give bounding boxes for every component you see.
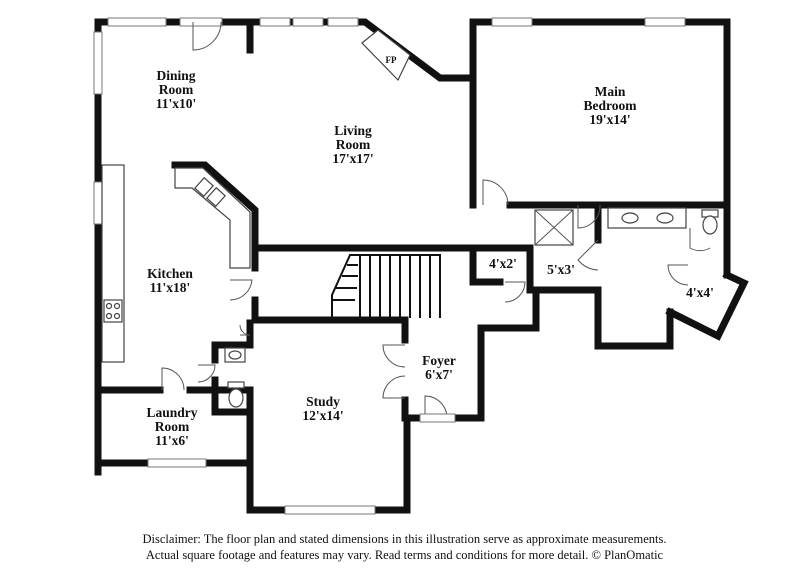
room-size: 4'x2' <box>489 256 517 271</box>
room-study: Study 12'x14' <box>302 394 343 423</box>
room-closet-4x4: 4'x4' <box>686 285 714 300</box>
room-size: 12'x14' <box>302 408 343 423</box>
staircase <box>331 254 441 318</box>
room-labels: Dining Room 11'x10' Living Room 17'x17' … <box>146 68 713 448</box>
room-laundry: Laundry Room 11'x6' <box>146 405 197 448</box>
room-kitchen: Kitchen 11'x18' <box>147 266 193 295</box>
room-foyer: Foyer 6'x7' <box>422 353 456 382</box>
room-size: 11'x6' <box>155 433 189 448</box>
room-size: 19'x14' <box>589 112 630 127</box>
room-name: Laundry <box>146 405 197 420</box>
room-main-bedroom: Main Bedroom 19'x14' <box>584 84 638 127</box>
room-size: 11'x18' <box>150 280 191 295</box>
powder-toilet-icon <box>227 381 245 408</box>
toilet-icon <box>701 209 719 235</box>
room-bath-5x3: 5'x3' <box>547 262 575 277</box>
room-size: 6'x7' <box>425 367 453 382</box>
room-living: Living Room 17'x17' <box>332 123 373 166</box>
kitchen-island <box>174 167 251 269</box>
disclaimer-line-1: Disclaimer: The floor plan and stated di… <box>142 532 667 546</box>
room-name: Main <box>595 84 626 99</box>
stove-icon <box>103 299 123 323</box>
interior-walls <box>94 18 731 514</box>
disclaimer: Disclaimer: The floor plan and stated di… <box>0 531 809 563</box>
room-name: Room <box>155 419 190 434</box>
room-name: Living <box>334 123 372 138</box>
powder-sink-icon <box>224 347 246 363</box>
sink-icon <box>194 176 226 208</box>
fireplace: FP <box>361 29 411 82</box>
kitchen-counter <box>101 164 125 363</box>
vanity-icon <box>607 207 687 229</box>
fireplace-label: FP <box>386 55 397 65</box>
room-dining: Dining Room 11'x10' <box>156 68 197 111</box>
doors <box>161 17 711 423</box>
room-name: Kitchen <box>147 266 193 281</box>
shower-icon <box>534 209 574 246</box>
room-name: Dining <box>156 68 195 83</box>
room-name: Foyer <box>422 353 456 368</box>
room-size: 11'x10' <box>156 96 197 111</box>
room-name: Room <box>336 137 371 152</box>
windows <box>93 17 686 515</box>
room-closet-4x2: 4'x2' <box>489 256 517 271</box>
room-name: Bedroom <box>584 98 638 113</box>
fixtures: FP <box>101 29 719 408</box>
room-name: Room <box>159 82 194 97</box>
room-size: 17'x17' <box>332 151 373 166</box>
disclaimer-line-2: Actual square footage and features may v… <box>145 548 664 562</box>
room-size: 5'x3' <box>547 262 575 277</box>
room-size: 4'x4' <box>686 285 714 300</box>
room-name: Study <box>306 394 340 409</box>
